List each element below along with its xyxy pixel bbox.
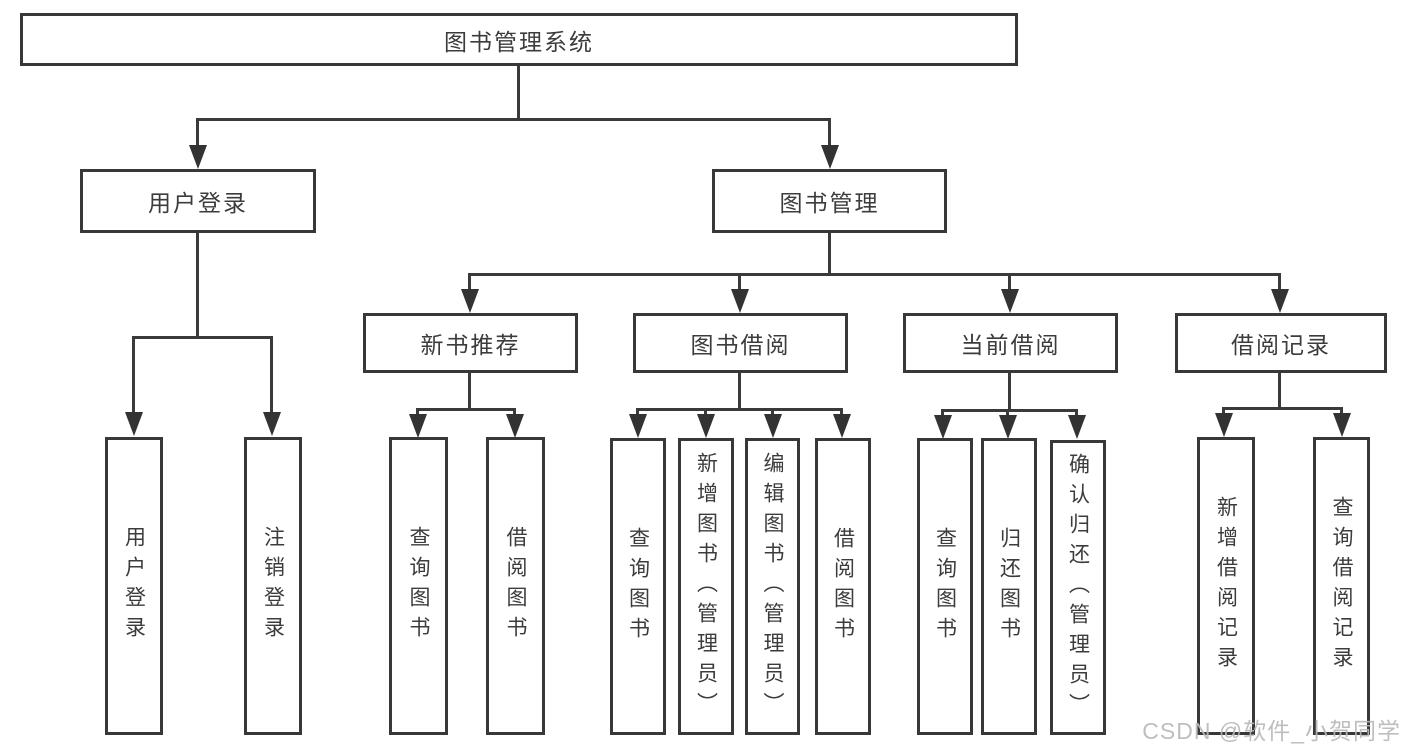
leaf-br-add-record: 新增借阅记录 bbox=[1197, 437, 1255, 735]
arrowhead-nb-query bbox=[409, 414, 427, 438]
arrowhead-borrow bbox=[731, 289, 749, 313]
node-current-borrow-label: 当前借阅 bbox=[960, 332, 1061, 358]
leaf-bb-borrow-books: 借阅图书 bbox=[815, 438, 871, 735]
connector-drop-records bbox=[1278, 273, 1281, 292]
arrowhead-user-login bbox=[189, 145, 207, 169]
leaf-bb-add-book-admin-label: 新增图书（管理员） bbox=[694, 451, 718, 722]
leaf-cb-confirm-return-admin: 确认归还（管理员） bbox=[1050, 440, 1106, 735]
leaf-logout-label: 注销登录 bbox=[261, 526, 285, 646]
connector-bar-borrow bbox=[636, 408, 843, 411]
arrowhead-cb-return bbox=[999, 415, 1017, 439]
arrowhead-cb-confirm bbox=[1068, 415, 1086, 439]
node-new-book-recommend: 新书推荐 bbox=[363, 313, 578, 373]
node-new-book-recommend-label: 新书推荐 bbox=[420, 332, 521, 358]
connector-bar-root bbox=[196, 118, 831, 121]
leaf-nb-borrow-books: 借阅图书 bbox=[486, 437, 545, 735]
leaf-logout: 注销登录 bbox=[244, 437, 302, 735]
arrowhead-login-leaf bbox=[125, 412, 143, 436]
arrowhead-book-management bbox=[821, 145, 839, 169]
connector-stem-root bbox=[517, 66, 520, 118]
leaf-bb-query-books: 查询图书 bbox=[610, 438, 666, 735]
arrowhead-br-add bbox=[1215, 413, 1233, 437]
node-root-label: 图书管理系统 bbox=[444, 28, 594, 55]
connector-drop-logout-leaf bbox=[270, 336, 273, 414]
node-book-management-label: 图书管理 bbox=[779, 190, 880, 216]
connector-drop-cb-return bbox=[1006, 409, 1009, 417]
node-book-borrow: 图书借阅 bbox=[633, 313, 848, 373]
connector-drop-bb-query bbox=[636, 408, 639, 416]
leaf-bb-borrow-books-label: 借阅图书 bbox=[831, 526, 855, 647]
connector-drop-current bbox=[1008, 273, 1011, 292]
arrowhead-bb-add bbox=[697, 414, 715, 438]
connector-drop-nb-query bbox=[416, 408, 419, 416]
leaf-br-add-record-label: 新增借阅记录 bbox=[1214, 496, 1238, 676]
node-user-login-label: 用户登录 bbox=[148, 190, 248, 216]
csdn-watermark: CSDN @软件_小贺同学 bbox=[1142, 718, 1401, 744]
node-borrow-records-label: 借阅记录 bbox=[1231, 332, 1331, 358]
connector-drop-br-query bbox=[1340, 407, 1343, 415]
connector-drop-nb-borrow bbox=[513, 408, 516, 416]
connector-stem-new-book bbox=[468, 373, 471, 408]
leaf-cb-query-books-label: 查询图书 bbox=[933, 526, 957, 647]
leaf-bb-query-books-label: 查询图书 bbox=[626, 526, 650, 647]
connector-drop-bb-edit bbox=[771, 408, 774, 416]
connector-drop-cb-confirm bbox=[1075, 409, 1078, 417]
leaf-user-login-label: 用户登录 bbox=[122, 526, 146, 646]
leaf-bb-edit-book-admin: 编辑图书（管理员） bbox=[745, 438, 800, 735]
arrowhead-bb-query bbox=[629, 414, 647, 438]
connector-stem-book-management bbox=[828, 233, 831, 273]
connector-drop-borrow bbox=[738, 273, 741, 292]
connector-stem-current bbox=[1008, 373, 1011, 409]
arrowhead-br-query bbox=[1333, 413, 1351, 437]
connector-drop-cb-query bbox=[941, 409, 944, 417]
connector-bar-new-book bbox=[416, 408, 516, 411]
connector-drop-book-management bbox=[828, 118, 831, 148]
connector-bar-records bbox=[1222, 407, 1343, 410]
arrowhead-current bbox=[1001, 289, 1019, 313]
connector-drop-new-book bbox=[468, 273, 471, 292]
connector-stem-borrow bbox=[738, 373, 741, 408]
connector-drop-br-add bbox=[1222, 407, 1225, 415]
leaf-bb-add-book-admin: 新增图书（管理员） bbox=[678, 438, 734, 735]
leaf-cb-confirm-return-admin-label: 确认归还（管理员） bbox=[1066, 452, 1090, 723]
arrowhead-nb-borrow bbox=[506, 414, 524, 438]
connector-bar-user-login bbox=[132, 336, 273, 339]
connector-stem-user-login bbox=[196, 233, 199, 336]
leaf-cb-return-books-label: 归还图书 bbox=[997, 526, 1021, 647]
connector-drop-bb-borrow bbox=[840, 408, 843, 416]
node-root-library-system: 图书管理系统 bbox=[20, 13, 1018, 66]
arrowhead-logout-leaf bbox=[263, 412, 281, 436]
node-book-management: 图书管理 bbox=[712, 169, 947, 233]
leaf-br-query-record-label: 查询借阅记录 bbox=[1330, 496, 1353, 676]
leaf-bb-edit-book-admin-label: 编辑图书（管理员） bbox=[761, 451, 784, 722]
connector-drop-bb-add bbox=[704, 408, 707, 416]
arrowhead-new-book bbox=[461, 289, 479, 313]
leaf-nb-query-books: 查询图书 bbox=[389, 437, 448, 735]
arrowhead-bb-edit bbox=[764, 414, 782, 438]
connector-drop-user-login bbox=[196, 118, 199, 148]
connector-bar-current bbox=[941, 409, 1078, 412]
leaf-nb-query-books-label: 查询图书 bbox=[407, 526, 430, 646]
arrowhead-bb-borrow bbox=[833, 414, 851, 438]
connector-stem-records bbox=[1278, 373, 1281, 407]
leaf-user-login: 用户登录 bbox=[105, 437, 163, 735]
leaf-nb-borrow-books-label: 借阅图书 bbox=[504, 526, 527, 646]
arrowhead-records bbox=[1271, 289, 1289, 313]
node-borrow-records: 借阅记录 bbox=[1175, 313, 1387, 373]
arrowhead-cb-query bbox=[934, 415, 952, 439]
leaf-br-query-record: 查询借阅记录 bbox=[1313, 437, 1370, 735]
connector-drop-login-leaf bbox=[132, 336, 135, 414]
node-current-borrow: 当前借阅 bbox=[903, 313, 1118, 373]
connector-bar-book-management bbox=[468, 273, 1281, 276]
leaf-cb-return-books: 归还图书 bbox=[981, 438, 1037, 735]
leaf-cb-query-books: 查询图书 bbox=[917, 438, 973, 735]
node-user-login: 用户登录 bbox=[80, 169, 316, 233]
node-book-borrow-label: 图书借阅 bbox=[690, 332, 791, 358]
